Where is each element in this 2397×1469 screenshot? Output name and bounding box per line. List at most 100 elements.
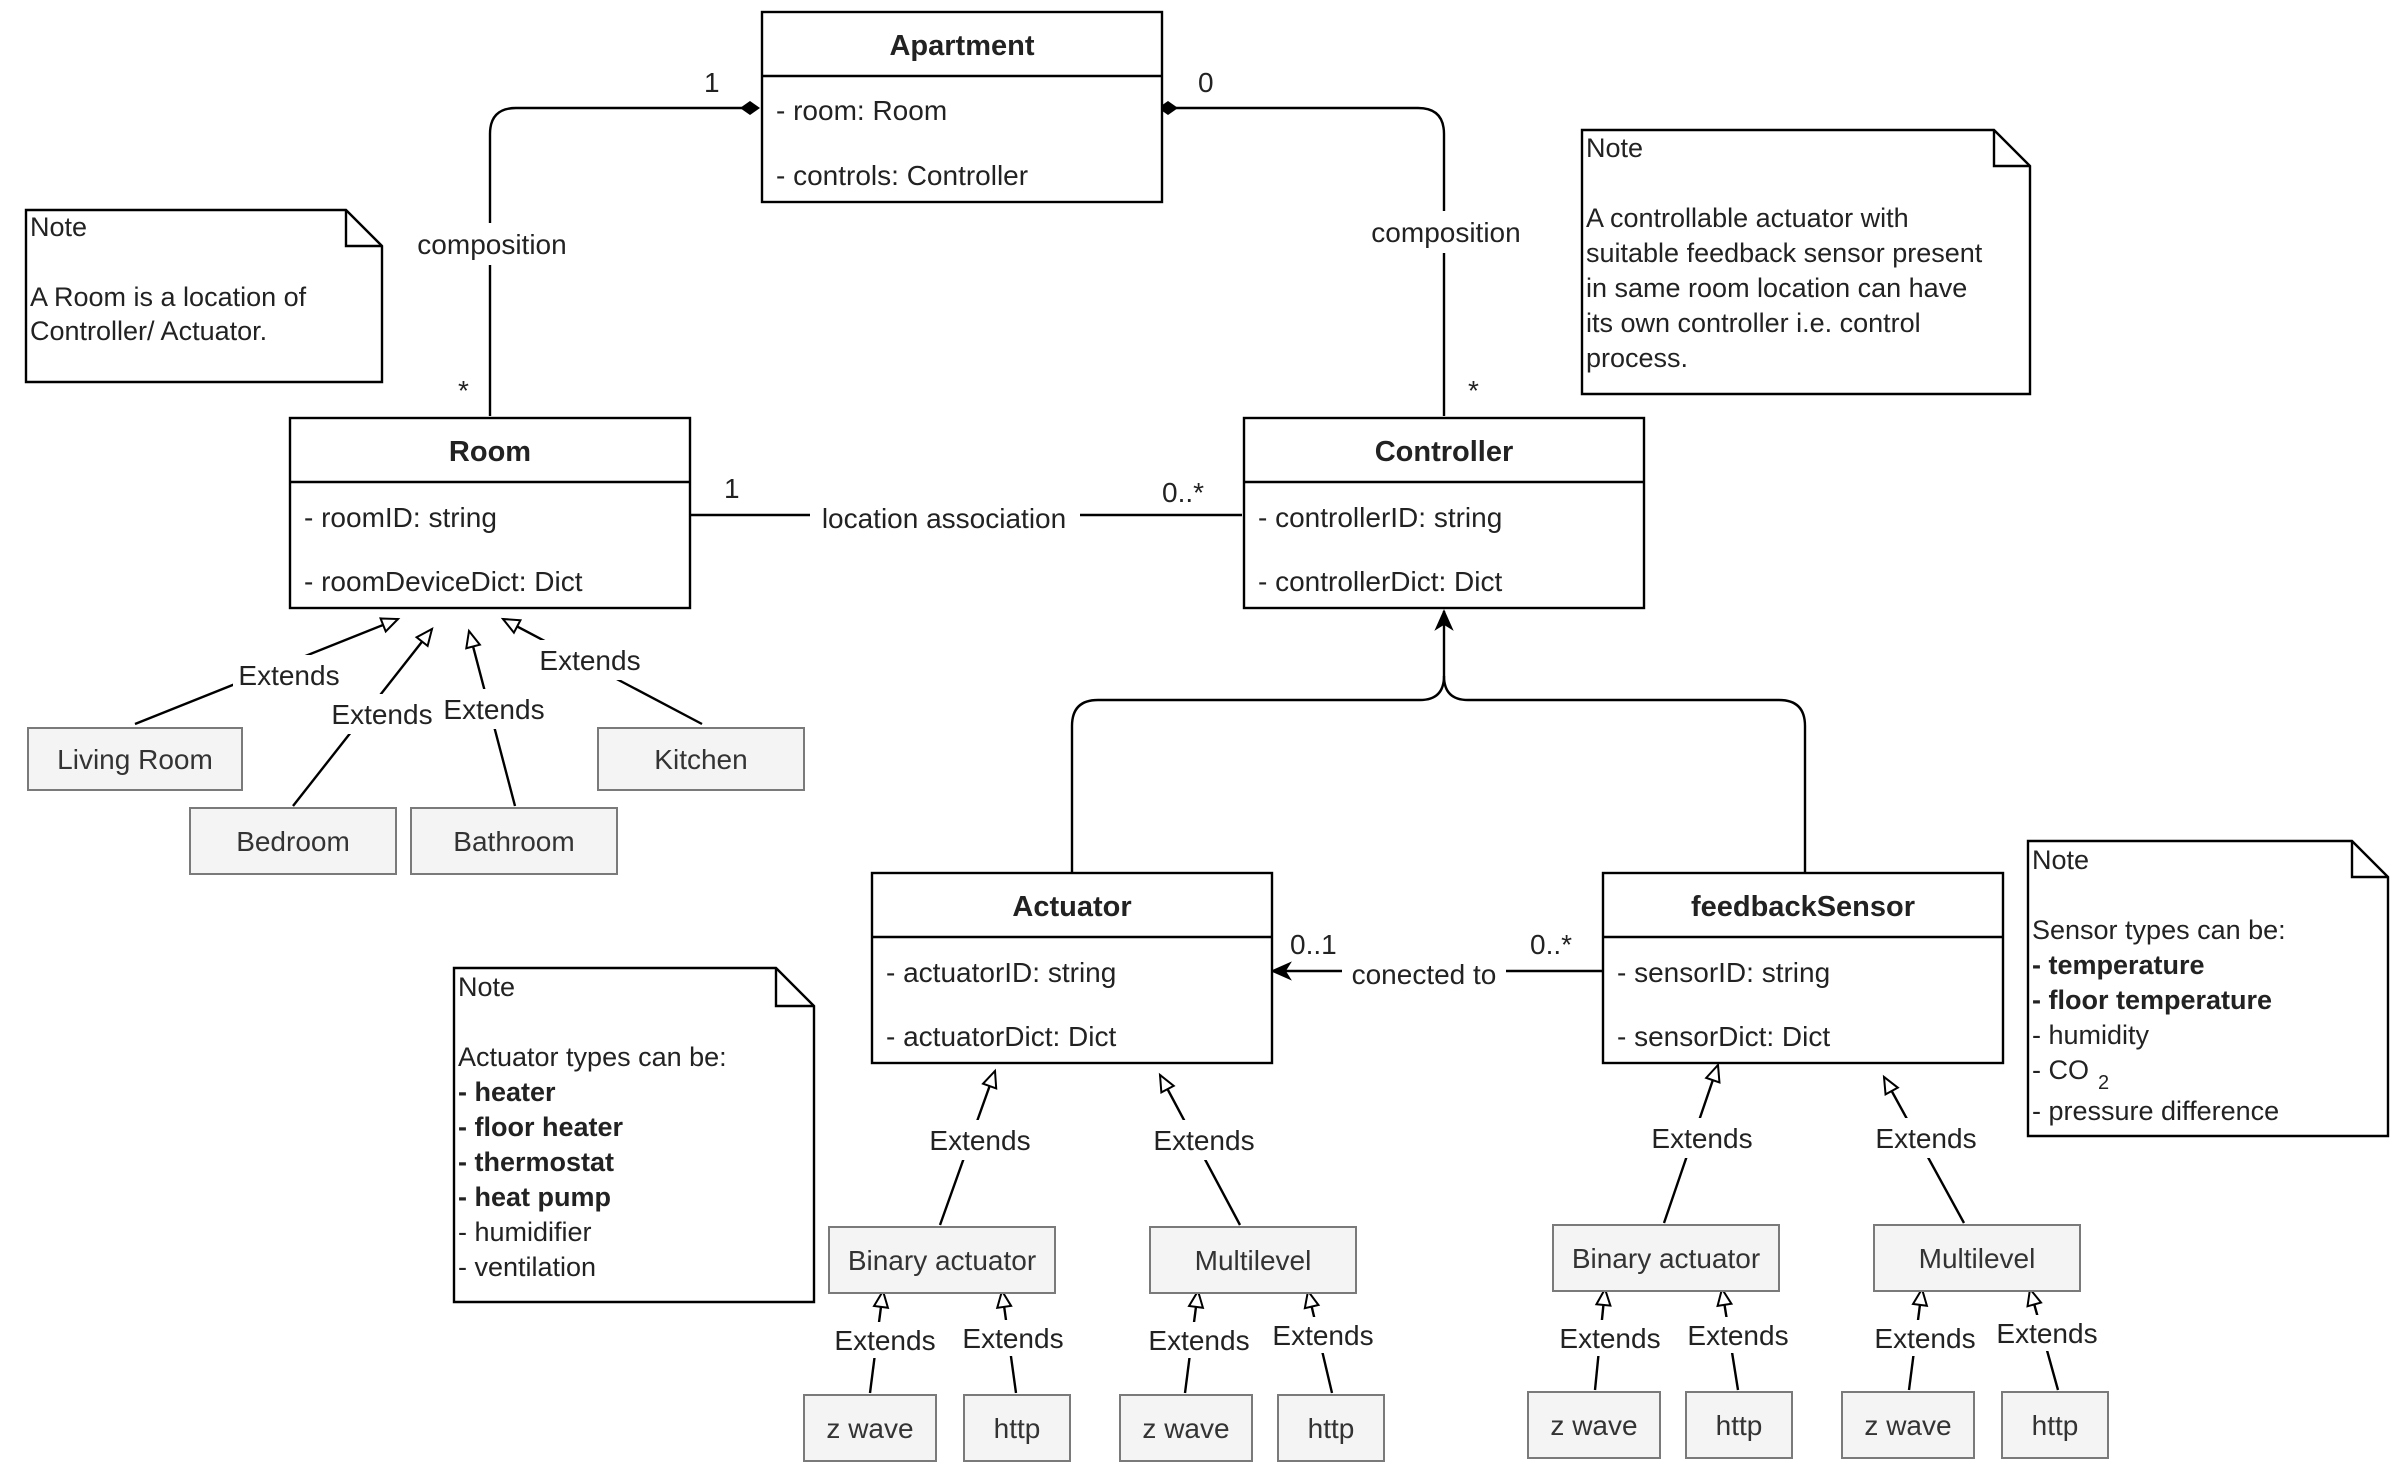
extends-label-bathroom: Extends	[443, 694, 544, 725]
class-apartment-title: Apartment	[889, 30, 1034, 62]
leaf-actuator-binary-http-label: http	[994, 1413, 1041, 1444]
note-controller[interactable]: Note A controllable actuator with suitab…	[1580, 128, 2032, 396]
class-room[interactable]: Room - roomID: string - roomDeviceDict: …	[288, 416, 692, 610]
class-feedback-sensor-attr-dict: - sensorDict: Dict	[1617, 1021, 1830, 1052]
class-actuator-attr-id: - actuatorID: string	[886, 957, 1116, 988]
leaf-actuator-multilevel-zwave[interactable]: z wave	[1119, 1394, 1253, 1462]
class-room-attr-dict: - roomDeviceDict: Dict	[304, 566, 583, 597]
note-sensor-intro: Sensor types can be:	[2032, 915, 2286, 945]
note-actuator-item-humidifier: - humidifier	[458, 1217, 592, 1247]
note-sensor-item-floor-temperature: - floor temperature	[2032, 985, 2272, 1015]
extends-label-kitchen: Extends	[539, 645, 640, 676]
extends-label-sen-bin-zwave: Extends	[1559, 1323, 1660, 1354]
subclass-actuator-multilevel-label: Multilevel	[1195, 1245, 1312, 1276]
leaf-sensor-binary-http-label: http	[1716, 1410, 1763, 1441]
class-feedback-sensor-attr-id: - sensorID: string	[1617, 957, 1830, 988]
class-room-attr-id: - roomID: string	[304, 502, 497, 533]
leaf-actuator-multilevel-zwave-label: z wave	[1142, 1413, 1229, 1444]
extends-label-sen-bin-http: Extends	[1687, 1320, 1788, 1351]
leaf-sensor-binary-http[interactable]: http	[1685, 1391, 1793, 1459]
subclass-sensor-multilevel-label: Multilevel	[1919, 1243, 2036, 1274]
extends-label-living-room: Extends	[238, 660, 339, 691]
multiplicity-room-ctrl-ctrl: 0..*	[1162, 477, 1204, 508]
class-apartment[interactable]: Apartment - room: Room - controls: Contr…	[760, 10, 1164, 204]
multiplicity-apt-room-apt: 1	[704, 67, 720, 98]
note-actuator-item-floor-heater: - floor heater	[458, 1112, 624, 1142]
subclass-kitchen-label: Kitchen	[654, 744, 747, 775]
leaf-actuator-binary-http[interactable]: http	[963, 1394, 1071, 1462]
class-feedback-sensor-title: feedbackSensor	[1691, 891, 1915, 923]
connected-to-label: conected to	[1352, 959, 1497, 990]
subclass-sensor-multilevel[interactable]: Multilevel	[1873, 1224, 2081, 1292]
leaf-sensor-multilevel-http-label: http	[2032, 1410, 2079, 1441]
multiplicity-room-ctrl-room: 1	[724, 473, 740, 504]
class-controller-title: Controller	[1375, 436, 1514, 468]
leaf-actuator-binary-zwave[interactable]: z wave	[803, 1394, 937, 1462]
extends-label-act-multilevel: Extends	[1153, 1125, 1254, 1156]
note-controller-line-2: suitable feedback sensor present	[1586, 238, 1983, 268]
class-apartment-attr-room: - room: Room	[776, 95, 947, 126]
note-actuator[interactable]: Note Actuator types can be: - heater - f…	[452, 966, 816, 1304]
class-actuator[interactable]: Actuator - actuatorID: string - actuator…	[870, 871, 1274, 1065]
subclass-living-room[interactable]: Living Room	[27, 727, 243, 791]
subclass-sensor-binary[interactable]: Binary actuator	[1552, 1224, 1780, 1292]
sensor-to-controller-edge	[1442, 675, 1807, 872]
note-controller-title: Note	[1586, 133, 1643, 163]
subclass-sensor-binary-label: Binary actuator	[1572, 1243, 1760, 1274]
leaf-sensor-multilevel-http[interactable]: http	[2001, 1391, 2109, 1459]
note-sensor[interactable]: Note Sensor types can be: - temperature …	[2026, 839, 2390, 1138]
composition-edge-controller	[1168, 106, 1446, 416]
composition-diamond-room	[740, 101, 760, 115]
subclass-kitchen[interactable]: Kitchen	[597, 727, 805, 791]
class-room-title: Room	[449, 436, 531, 468]
note-sensor-title: Note	[2032, 845, 2089, 875]
subclass-actuator-binary-label: Binary actuator	[848, 1245, 1036, 1276]
subclass-bathroom[interactable]: Bathroom	[410, 807, 618, 875]
leaf-actuator-binary-zwave-label: z wave	[826, 1413, 913, 1444]
composition-label-right: composition	[1371, 217, 1520, 248]
leaf-sensor-multilevel-zwave[interactable]: z wave	[1841, 1391, 1975, 1459]
note-actuator-intro: Actuator types can be:	[458, 1042, 727, 1072]
note-controller-line-1: A controllable actuator with	[1586, 203, 1909, 233]
class-actuator-attr-dict: - actuatorDict: Dict	[886, 1021, 1116, 1052]
multiplicity-apt-room-room: *	[458, 375, 469, 406]
subclass-bathroom-label: Bathroom	[453, 826, 574, 857]
composition-label-left: composition	[417, 229, 566, 260]
multiplicity-apt-ctrl-apt: 0	[1198, 67, 1214, 98]
note-sensor-item-temperature: - temperature	[2032, 950, 2205, 980]
subclass-actuator-binary[interactable]: Binary actuator	[828, 1226, 1056, 1294]
note-controller-line-5: process.	[1586, 343, 1688, 373]
note-room[interactable]: Note A Room is a location of Controller/…	[24, 208, 384, 384]
leaf-actuator-multilevel-http-label: http	[1308, 1413, 1355, 1444]
composition-edge-room	[488, 106, 748, 416]
actuator-to-controller-edge	[1070, 609, 1454, 872]
extends-label-sen-binary: Extends	[1651, 1123, 1752, 1154]
subclass-living-room-label: Living Room	[57, 744, 213, 775]
subclass-bedroom[interactable]: Bedroom	[189, 807, 397, 875]
class-controller-attr-dict: - controllerDict: Dict	[1258, 566, 1502, 597]
note-actuator-item-heater: - heater	[458, 1077, 556, 1107]
extends-label-act-ml-http: Extends	[1272, 1320, 1373, 1351]
note-sensor-item-pressure-difference: - pressure difference	[2032, 1096, 2279, 1126]
note-sensor-item-co2: - CO	[2032, 1055, 2089, 1085]
note-sensor-item-humidity: - humidity	[2032, 1020, 2150, 1050]
leaf-actuator-multilevel-http[interactable]: http	[1277, 1394, 1385, 1462]
note-actuator-item-heat-pump: - heat pump	[458, 1182, 611, 1212]
class-feedback-sensor[interactable]: feedbackSensor - sensorID: string - sens…	[1601, 871, 2005, 1065]
location-association-label: location association	[822, 503, 1066, 534]
extends-label-act-binary: Extends	[929, 1125, 1030, 1156]
subclass-actuator-multilevel[interactable]: Multilevel	[1149, 1226, 1357, 1294]
class-controller[interactable]: Controller - controllerID: string - cont…	[1242, 416, 1646, 610]
multiplicity-act-sen-act: 0..1	[1290, 929, 1337, 960]
extends-label-sen-multilevel: Extends	[1875, 1123, 1976, 1154]
note-room-line-2: Controller/ Actuator.	[30, 316, 267, 346]
note-actuator-item-thermostat: - thermostat	[458, 1147, 614, 1177]
extends-label-act-bin-http: Extends	[962, 1323, 1063, 1354]
leaf-sensor-multilevel-zwave-label: z wave	[1864, 1410, 1951, 1441]
leaf-sensor-binary-zwave[interactable]: z wave	[1527, 1391, 1661, 1459]
multiplicity-act-sen-sen: 0..*	[1530, 929, 1572, 960]
extends-label-act-ml-zwave: Extends	[1148, 1325, 1249, 1356]
note-room-title: Note	[30, 212, 87, 242]
extends-label-sen-ml-zwave: Extends	[1874, 1323, 1975, 1354]
